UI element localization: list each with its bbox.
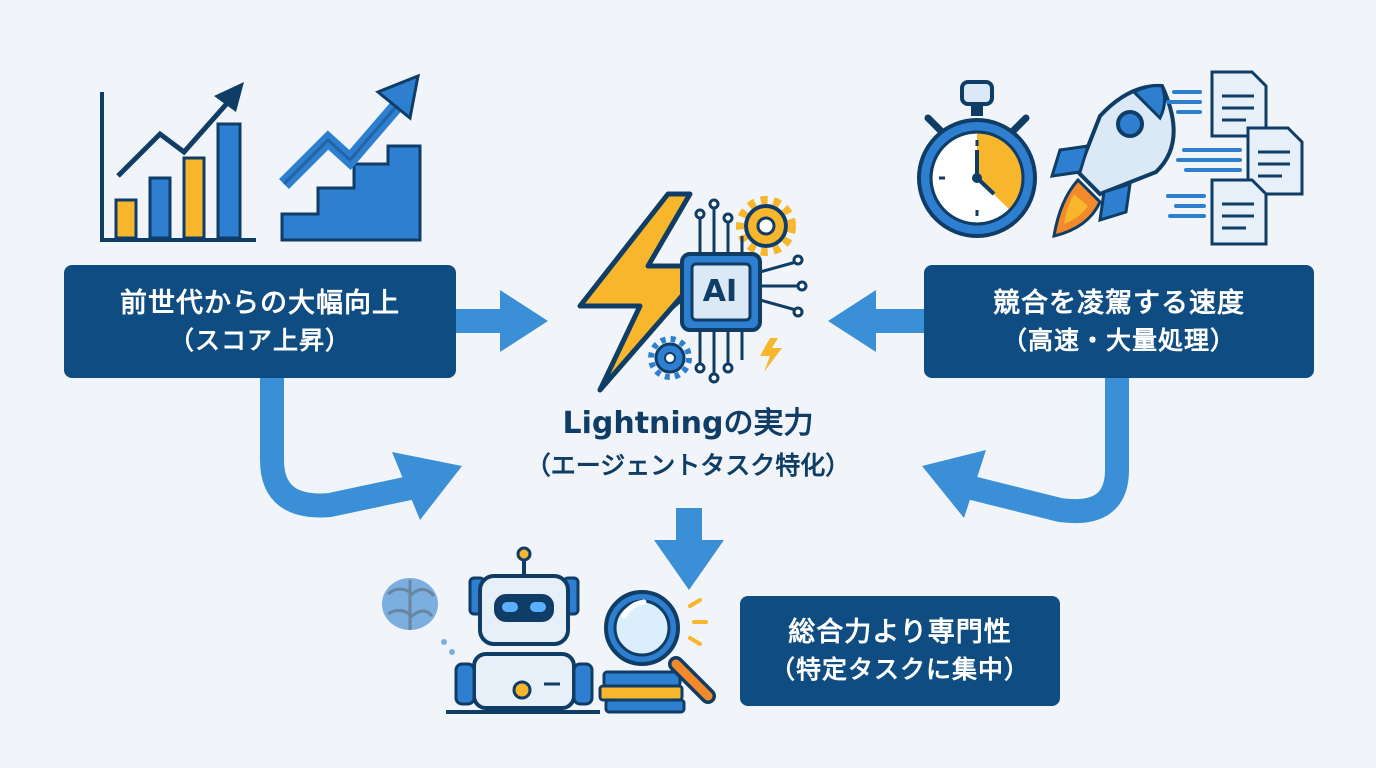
lightning-bolt-icon [577,191,711,393]
arrow-center-to-bottom [654,508,724,590]
arrow-curve-right [922,378,1129,524]
stairs-growth-icon [279,73,422,242]
brain-icon [382,578,455,655]
center-title: Lightningの実力 [562,406,814,441]
box-speed: 競合を凌駕する速度 （高速・大量処理） [924,265,1314,378]
magnifier-icon [604,590,716,704]
ai-chip-label: AI [702,273,738,309]
books-icon [598,670,686,714]
arrow-right-to-center [828,290,924,352]
stopwatch-icon [917,80,1037,238]
gear-icon [648,196,796,380]
arrow-left-to-center [455,290,548,352]
bar-chart-growth-icon [100,82,256,242]
box-generation-improvement: 前世代からの大幅向上 （スコア上昇） [64,265,456,378]
box-speed-subtitle: （高速・大量処理） [1001,325,1236,355]
box-specialization-subtitle: （特定タスクに集中） [769,655,1030,684]
center-subtitle: （エージェントタスク特化） [525,451,851,480]
arrow-curve-left [260,378,462,520]
ai-chip-icon [667,198,808,384]
documents-icon [1166,70,1304,246]
box-specialization-title: 総合力より専門性 [788,617,1012,648]
robot-icon [446,546,600,714]
rocket-icon [1049,83,1176,238]
box-speed-title: 競合を凌駕する速度 [993,287,1245,319]
box-generation-improvement-subtitle: （スコア上昇） [168,325,351,355]
box-generation-improvement-title: 前世代からの大幅向上 [120,287,400,319]
box-specialization: 総合力より専門性 （特定タスクに集中） [740,596,1060,706]
